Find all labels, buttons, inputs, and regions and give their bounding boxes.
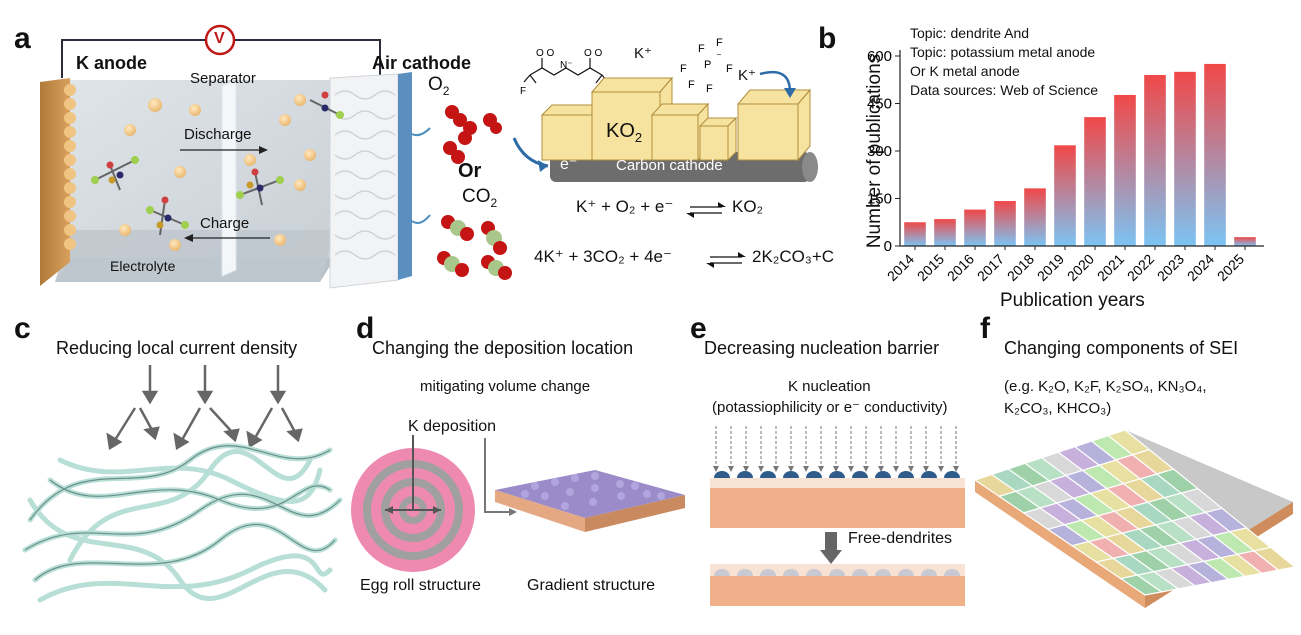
panel-f-title: Changing components of SEI — [1004, 338, 1239, 358]
chart-x-tick-label: 2022 — [1124, 251, 1157, 284]
kplus-label-1: K⁺ — [634, 45, 652, 62]
chart-y-tick-label: 300 — [867, 143, 892, 160]
chart-bar-2020 — [1084, 117, 1106, 246]
svg-text:⁻: ⁻ — [716, 51, 722, 63]
chart-bar-2017 — [994, 201, 1016, 246]
svg-text:F: F — [698, 43, 705, 55]
electron-label: e⁻ — [560, 156, 578, 173]
o2-label: O2 — [428, 74, 450, 98]
voltmeter-label: V — [214, 30, 225, 47]
fiber-network-diagram — [22, 365, 343, 603]
svg-text:F: F — [716, 37, 723, 49]
charge-label: Charge — [200, 215, 250, 232]
egg-roll-label: Egg roll structure — [360, 577, 481, 594]
chart-x-tick-label: 2015 — [914, 251, 947, 284]
svg-text:N⁻: N⁻ — [560, 60, 573, 71]
chart-x-tick-label: 2021 — [1094, 251, 1127, 284]
chart-bar-2016 — [964, 209, 986, 246]
panel-label-d: d — [356, 312, 375, 345]
chart-xlabel: Publication years — [1000, 290, 1145, 311]
free-dendrites-label: Free-dendrites — [848, 530, 953, 547]
kplus-label-2: K⁺ — [738, 67, 756, 84]
panel-label-b: b — [818, 22, 837, 55]
panel-label-a: a — [14, 22, 31, 55]
chart-x-tick-label: 2020 — [1064, 251, 1097, 284]
tfsi-molecule — [91, 91, 344, 236]
panel-c-title: Reducing local current density — [56, 338, 298, 358]
chart-legend-line-1: Topic: dendrite And — [910, 25, 1030, 41]
chart-legend-line-4: Data sources: Web of Science — [910, 82, 1099, 98]
ko2-label: KO2 — [606, 120, 643, 145]
chart-x-tick-label: 2024 — [1184, 251, 1217, 284]
chart-legend-line-3: Or K metal anode — [910, 63, 1020, 79]
equation-2-left: 4K⁺ + 3CO₂ + 4e⁻ — [534, 247, 672, 266]
publications-bar-chart: 2014201520162017201820192020202120222023… — [867, 48, 1264, 284]
chart-bar-2019 — [1054, 145, 1076, 246]
sei-mosaic-diagram — [973, 429, 1297, 608]
carbon-cathode-label: Carbon cathode — [616, 157, 723, 174]
chart-x-tick-label: 2023 — [1154, 251, 1187, 284]
svg-text:F: F — [706, 83, 713, 95]
chart-bar-2021 — [1114, 94, 1136, 246]
chart-bar-2018 — [1024, 188, 1046, 246]
tfsi-anion-structure — [523, 58, 609, 84]
svg-text:F: F — [680, 63, 687, 75]
chart-x-tick-label: 2025 — [1214, 251, 1247, 284]
egg-roll-diagram — [351, 435, 685, 572]
panel-label-e: e — [690, 312, 707, 345]
sei-examples-line-1: (e.g. K₂O, K₂F, K₂SO₄, KN₃O₄, — [1004, 378, 1207, 395]
co2-label: CO2 — [462, 186, 498, 210]
equation-1-left: K⁺ + O₂ + e⁻ — [576, 197, 674, 216]
k-nucleation-label: K nucleation — [788, 378, 871, 395]
chart-bar-2015 — [934, 219, 956, 246]
equation-1-right: KO₂ — [732, 197, 764, 216]
chart-y-tick-label: 0 — [884, 238, 892, 255]
chart-x-tick-label: 2017 — [974, 251, 1007, 284]
panel-label-f: f — [980, 312, 990, 345]
sei-examples-line-2: K₂CO₃, KHCO₃) — [1004, 400, 1112, 417]
chart-y-tick-label: 450 — [867, 96, 892, 113]
svg-text:F: F — [688, 79, 695, 91]
chart-bar-2023 — [1174, 71, 1196, 246]
svg-text:P: P — [704, 59, 711, 71]
chart-bar-2024 — [1204, 63, 1226, 246]
chart-bar-2022 — [1144, 75, 1166, 246]
svg-text:O O: O O — [584, 48, 603, 59]
gradient-structure-label: Gradient structure — [527, 577, 656, 594]
chart-x-tick-label: 2019 — [1034, 251, 1067, 284]
k-nucleation-detail: (potassiophilicity or e⁻ conductivity) — [712, 399, 948, 416]
discharge-label: Discharge — [184, 126, 252, 143]
chart-y-tick-label: 150 — [867, 191, 892, 208]
svg-text:F: F — [726, 63, 733, 75]
or-label: Or — [458, 160, 482, 182]
chart-x-tick-label: 2016 — [944, 251, 977, 284]
chart-x-tick-label: 2018 — [1004, 251, 1037, 284]
k-anode-label: K anode — [76, 53, 148, 73]
electrolyte-label: Electrolyte — [110, 258, 176, 274]
svg-text:O O: O O — [536, 48, 555, 59]
panel-d-title: Changing the deposition location — [372, 338, 634, 358]
chart-legend-line-2: Topic: potassium metal anode — [910, 44, 1096, 60]
panel-label-c: c — [14, 312, 31, 345]
voltmeter — [204, 24, 236, 56]
k-deposition-label: K deposition — [408, 418, 497, 435]
chart-ylabel: Number of publications — [864, 53, 885, 249]
air-cathode-label: Air cathode — [372, 53, 472, 73]
nucleation-diagram — [710, 426, 965, 606]
chart-bar-2014 — [904, 222, 926, 246]
equation-2-right: 2K₂CO₃+C — [752, 247, 835, 266]
battery-diagram — [40, 24, 512, 289]
carbon-cathode-diagram: O O O O N⁻ F F FF FP⁻F FF — [512, 37, 818, 268]
chart-y-tick-label: 600 — [867, 48, 892, 65]
separator-label: Separator — [190, 70, 256, 87]
chart-x-tick-label: 2014 — [884, 251, 917, 284]
chart-bar-2025 — [1234, 237, 1256, 246]
panel-d-subtitle: mitigating volume change — [420, 378, 591, 395]
svg-text:F: F — [520, 86, 526, 97]
panel-e-title: Decreasing nucleation barrier — [704, 338, 940, 358]
